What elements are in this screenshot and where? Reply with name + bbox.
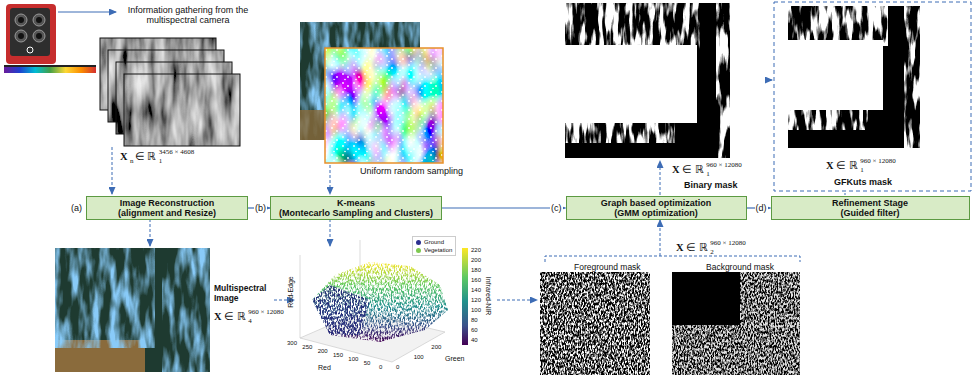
step-letter: (a) (70, 203, 83, 213)
axis-label: Green (445, 355, 464, 363)
axis-label: Infrared-NIR (484, 277, 492, 316)
image-label: Background mask (706, 263, 774, 273)
image-label: GFKuts mask (834, 177, 892, 187)
math-index: n (130, 157, 134, 165)
tick-label: 60 (471, 327, 478, 334)
box-title: Image Reconstruction (120, 198, 215, 208)
process-box: K-means(Montecarlo Sampling and Clusters… (270, 196, 442, 220)
tick-label: 200 (318, 348, 328, 355)
math-symbol: X (676, 242, 684, 254)
math-index: 2 (710, 248, 714, 256)
caption-text: Information gathering from the multispec… (120, 5, 256, 26)
legend-swatch (416, 248, 421, 253)
tick-label: 220 (471, 247, 481, 254)
math-symbol: ∈ ℝ (836, 160, 858, 172)
tick-label: 250 (302, 344, 312, 351)
tick-label: 120 (471, 297, 481, 304)
scatter-plot (300, 240, 468, 362)
image-label: Multispectral Image (214, 284, 276, 304)
math-index: 960 × 12080 (710, 239, 745, 247)
legend-text: Ground (424, 239, 444, 245)
math-index: 1 (159, 157, 163, 165)
axis-label: Red-Edge (287, 276, 295, 308)
box-title: Graph based optimization (601, 198, 712, 208)
kmeans-images (300, 22, 443, 163)
tick-label: 0 (396, 364, 399, 371)
tick-label: 0 (379, 364, 382, 371)
axis-label: Red (318, 364, 331, 372)
tick-label: 140 (471, 287, 481, 294)
math-symbol: ∈ ℝ (135, 151, 157, 163)
tick-label: 40 (471, 337, 478, 344)
box-title: K-means (337, 198, 375, 208)
process-box: Refinement Stage(Guided filter) (771, 196, 970, 220)
binary-mask (565, 3, 765, 158)
math-index: 1 (860, 166, 864, 174)
math-symbol: X (672, 164, 680, 176)
math-symbol: X (214, 311, 222, 323)
math-index: 960 × 12080 (706, 161, 741, 169)
background-mask (672, 272, 800, 375)
tick-label: 300 (287, 340, 297, 347)
math-symbol: X (826, 160, 834, 172)
math-index: 960 × 12080 (860, 157, 895, 165)
image-label: Foreground mask (574, 263, 641, 273)
process-box: Graph based optimization(GMM optimizatio… (566, 196, 747, 220)
step-letter: (b) (254, 203, 267, 213)
math-symbol: ∈ ℝ (682, 164, 704, 176)
flow-arrow (442, 207, 566, 208)
tick-label: 100 (471, 307, 481, 314)
image-label: Binary mask (684, 180, 738, 190)
step-letter: (d) (755, 203, 768, 213)
tick-label: 160 (471, 277, 481, 284)
box-title: Refinement Stage (832, 198, 908, 208)
box-subtitle: (Guided filter) (841, 208, 900, 218)
camera (4, 4, 96, 73)
tick-label: 100 (348, 356, 358, 363)
tick-label: 180 (471, 267, 481, 274)
box-subtitle: (GMM optimization) (614, 208, 697, 218)
annotation: Uniform random sampling (360, 166, 463, 176)
math-symbol: X (120, 151, 128, 163)
multispectral-image (55, 248, 210, 372)
dashed-arrows (58, 12, 845, 300)
box-subtitle: (alignment and Resize) (118, 208, 216, 218)
tick-label: 200 (431, 344, 441, 351)
legend-item: Vegetation (416, 246, 452, 254)
tick-label: 150 (333, 352, 343, 359)
legend-text: Vegetation (424, 247, 452, 253)
math-symbol: ∈ ℝ (224, 311, 246, 323)
math-index: 1 (706, 170, 710, 178)
step-letter: (c) (550, 203, 563, 213)
image-stack (100, 38, 240, 146)
math-index: 3456 × 4608 (159, 148, 194, 156)
process-box: Image Reconstruction(alignment and Resiz… (86, 196, 248, 220)
tick-label: 80 (471, 317, 478, 324)
foreground-mask (540, 272, 668, 375)
tick-label: 50 (364, 360, 371, 367)
tick-label: 200 (471, 257, 481, 264)
legend-box: GroundVegetation (412, 236, 456, 256)
gfkuts-mask (774, 2, 971, 191)
box-subtitle: (Montecarlo Sampling and Clusters) (279, 208, 433, 218)
math-symbol: ∈ ℝ (686, 242, 708, 254)
legend-swatch (416, 240, 421, 245)
math-index: 4 (248, 317, 252, 325)
tick-label: 100 (414, 354, 424, 361)
legend-item: Ground (416, 238, 452, 246)
math-index: 960 × 12080 (248, 308, 283, 316)
